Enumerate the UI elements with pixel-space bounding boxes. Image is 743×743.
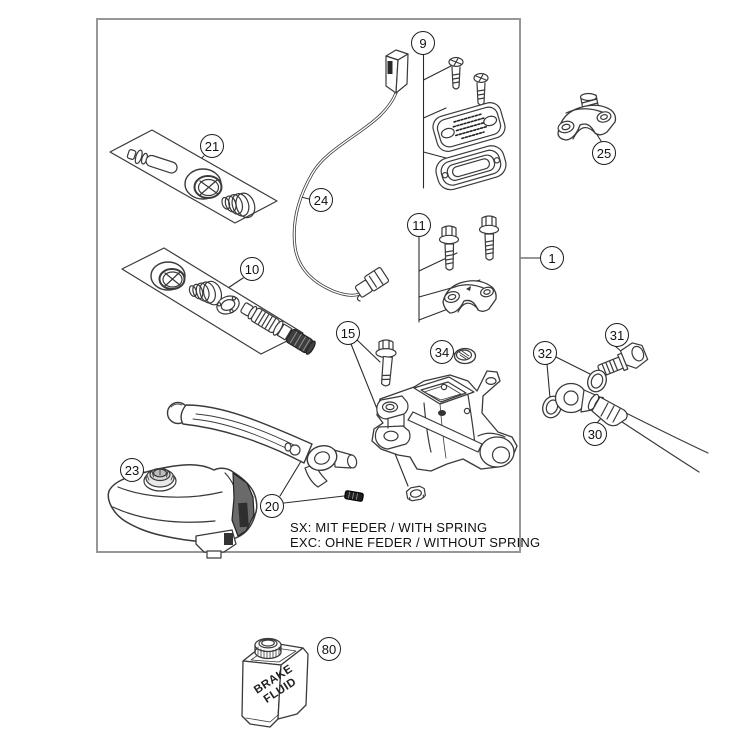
- handlebar-clamp-25: [557, 92, 617, 141]
- callout-24: 24: [309, 188, 333, 212]
- leader-lines: [143, 54, 623, 504]
- callout-15: 15: [336, 321, 360, 345]
- handlebar-clamp-11: [442, 280, 497, 314]
- seal-rings-32: [542, 369, 607, 419]
- assembly-23: [107, 464, 258, 559]
- callout-32: 32: [533, 341, 557, 365]
- cover-screw-1: [448, 56, 464, 90]
- callout-10: 10: [240, 257, 264, 281]
- spring-variant-note: SX: MIT FEDER / WITH SPRING EXC: OHNE FE…: [290, 520, 540, 550]
- brake-fluid-bottle-80: BRAKE FLUID: [241, 637, 309, 728]
- callout-25: 25: [592, 141, 616, 165]
- piston-assembly: [240, 302, 316, 355]
- callout-9: 9: [411, 31, 435, 55]
- brake-switch-cable: [292, 49, 409, 302]
- callout-23: 23: [120, 458, 144, 482]
- callout-30: 30: [583, 422, 607, 446]
- callout-80: 80: [317, 637, 341, 661]
- callout-11: 11: [407, 213, 431, 237]
- brake-hose-30: [554, 382, 709, 473]
- cap-34: [453, 347, 477, 365]
- callout-20: 20: [260, 494, 284, 518]
- note-line-1: SX: MIT FEDER / WITH SPRING: [290, 520, 488, 535]
- pivot-bolt-15: [375, 339, 397, 387]
- lever-spring-20: [344, 490, 364, 502]
- callout-34: 34: [430, 340, 454, 364]
- brake-lever-20: [166, 401, 358, 488]
- callout-21: 21: [200, 134, 224, 158]
- clamp-bolt-2: [478, 215, 500, 261]
- repair-kit-10: [121, 247, 316, 355]
- callout-1: 1: [540, 246, 564, 270]
- repair-kit-21: [109, 129, 278, 224]
- master-cylinder-body: [371, 370, 518, 472]
- callout-31: 31: [605, 323, 629, 347]
- pivot-nut-15: [405, 485, 426, 502]
- reservoir-membrane: [435, 145, 507, 191]
- cover-screw-2: [473, 72, 489, 106]
- reservoir-cover: [432, 102, 506, 152]
- clamp-bolt-1: [438, 225, 460, 271]
- note-line-2: EXC: OHNE FEDER / WITHOUT SPRING: [290, 535, 541, 550]
